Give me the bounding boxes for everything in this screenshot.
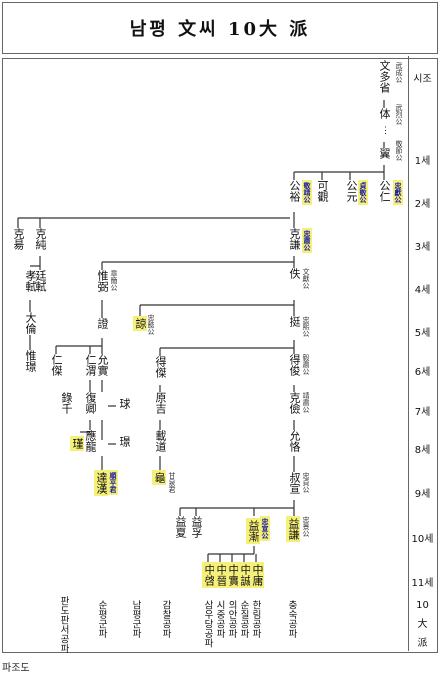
- person-name: 体: [378, 108, 391, 119]
- generation-label: 6세: [414, 367, 431, 378]
- person-name: 龜: [152, 470, 166, 485]
- person-name: 叔宣: [288, 472, 301, 494]
- person-name: 翼: [378, 148, 391, 159]
- person-name: 可觀: [316, 180, 329, 202]
- person-name: 益夏: [174, 516, 187, 538]
- founder-title: 武成公: [395, 62, 403, 83]
- person-name: 原吉: [154, 392, 167, 414]
- person-name: 證: [96, 318, 109, 329]
- ellipsis-icon: ⋮: [381, 126, 390, 136]
- person-name: 諒: [133, 316, 147, 331]
- person-name: 載道: [154, 430, 167, 452]
- figure-caption: 파조도: [2, 663, 30, 674]
- person-title: 順平君: [108, 470, 118, 495]
- person-title: 甘泉君: [168, 472, 176, 493]
- generation-label: 9세: [414, 489, 431, 500]
- person-title: 忠熙公: [302, 316, 310, 337]
- person-name: 益孚: [190, 516, 203, 538]
- branch-name: 남평군파: [130, 600, 141, 638]
- branch-name: 삼우당공파: [202, 600, 213, 648]
- generation-label: 7세: [414, 407, 431, 418]
- person-name: 惟璟: [24, 350, 37, 372]
- person-name: 仁渭: [84, 354, 97, 376]
- person-name: 益漸: [246, 518, 260, 544]
- person-name: 孝軾: [24, 270, 37, 292]
- person-title: 忠景公: [302, 516, 310, 537]
- person-name: 達漢: [94, 470, 108, 496]
- person-name: 惟弼: [96, 270, 109, 292]
- person-title: 貞敬公: [358, 180, 368, 205]
- person-name: 得傑: [154, 356, 167, 378]
- person-title: 敬節公: [395, 140, 403, 161]
- person-name: 克純: [34, 228, 47, 250]
- person-name: 大倫: [24, 312, 37, 334]
- generation-label: 2세: [414, 199, 431, 210]
- generation-header: 시조: [413, 74, 432, 85]
- person-name: 復卿: [84, 392, 97, 414]
- person-name: 克儉: [288, 392, 301, 414]
- branch-name: 판도판서공파: [58, 596, 69, 653]
- person-name: 中庸: [250, 562, 264, 588]
- branch-name: 의안공파: [226, 600, 237, 638]
- person-name: 得俊: [288, 354, 301, 376]
- person-title: 忠肅公: [302, 228, 312, 253]
- person-name: 璟: [118, 436, 131, 447]
- person-title: 忠貞公: [302, 472, 310, 493]
- person-title: 靖肅公: [302, 392, 310, 413]
- generation-column-divider: [408, 56, 409, 651]
- person-title: 忠獻公: [393, 180, 403, 205]
- person-name: 應龍: [84, 430, 97, 452]
- branch-name: 감찰공파: [160, 600, 171, 638]
- generation-label: 10세: [411, 534, 434, 545]
- person-name: 中晉: [214, 562, 228, 588]
- person-name: 佚: [288, 268, 301, 279]
- branch-name: 순질공파: [238, 600, 249, 638]
- generation-label: 4세: [414, 285, 431, 296]
- branch-name: 순평군파: [96, 600, 107, 638]
- generation-label: 8세: [414, 445, 431, 456]
- founder-name: 文多省: [378, 60, 391, 93]
- generation-label: 1세: [414, 156, 431, 167]
- person-name: 球: [118, 398, 131, 409]
- person-name: 中實: [226, 562, 240, 588]
- branch-name: 충숙공파: [286, 600, 297, 638]
- person-name: 允實: [96, 354, 109, 376]
- person-name: 錄千: [60, 392, 73, 414]
- person-name: 廷軾: [34, 270, 47, 292]
- branch-name: 시중공파: [214, 600, 225, 638]
- person-title: 毅肅公: [302, 354, 310, 375]
- person-name: 克謙: [288, 228, 301, 250]
- person-title: 敬靖公: [302, 180, 312, 205]
- person-name: 公元: [345, 180, 358, 202]
- person-title: 忠懿公: [147, 314, 155, 335]
- branch-name: 한림공파: [250, 600, 261, 638]
- person-name: 公仁: [378, 180, 391, 202]
- person-name: 瑾: [70, 436, 84, 451]
- person-name: 中誠: [238, 562, 252, 588]
- person-title: 文獻公: [302, 268, 310, 289]
- generation-label: 11세: [411, 578, 434, 589]
- person-name: 克昜: [12, 228, 25, 250]
- generation-label: 派: [417, 638, 428, 649]
- person-name: 公裕: [288, 180, 301, 202]
- generation-label: 大: [417, 619, 428, 630]
- person-name: 仁傑: [50, 354, 63, 376]
- generation-label: 10: [416, 600, 429, 611]
- person-title: 章簡公: [110, 270, 118, 291]
- person-title: 忠宣公: [260, 516, 270, 541]
- person-name: 中啓: [202, 562, 216, 588]
- person-name: 益謙: [286, 516, 300, 542]
- genealogy-chart: [2, 58, 438, 653]
- person-title: 武烈公: [395, 104, 403, 125]
- person-name: 允恪: [288, 430, 301, 452]
- page-title: 남평 文씨 10大 派: [2, 2, 438, 54]
- person-name: 挺: [288, 316, 301, 327]
- generation-label: 5세: [414, 328, 431, 339]
- generation-label: 3세: [414, 242, 431, 253]
